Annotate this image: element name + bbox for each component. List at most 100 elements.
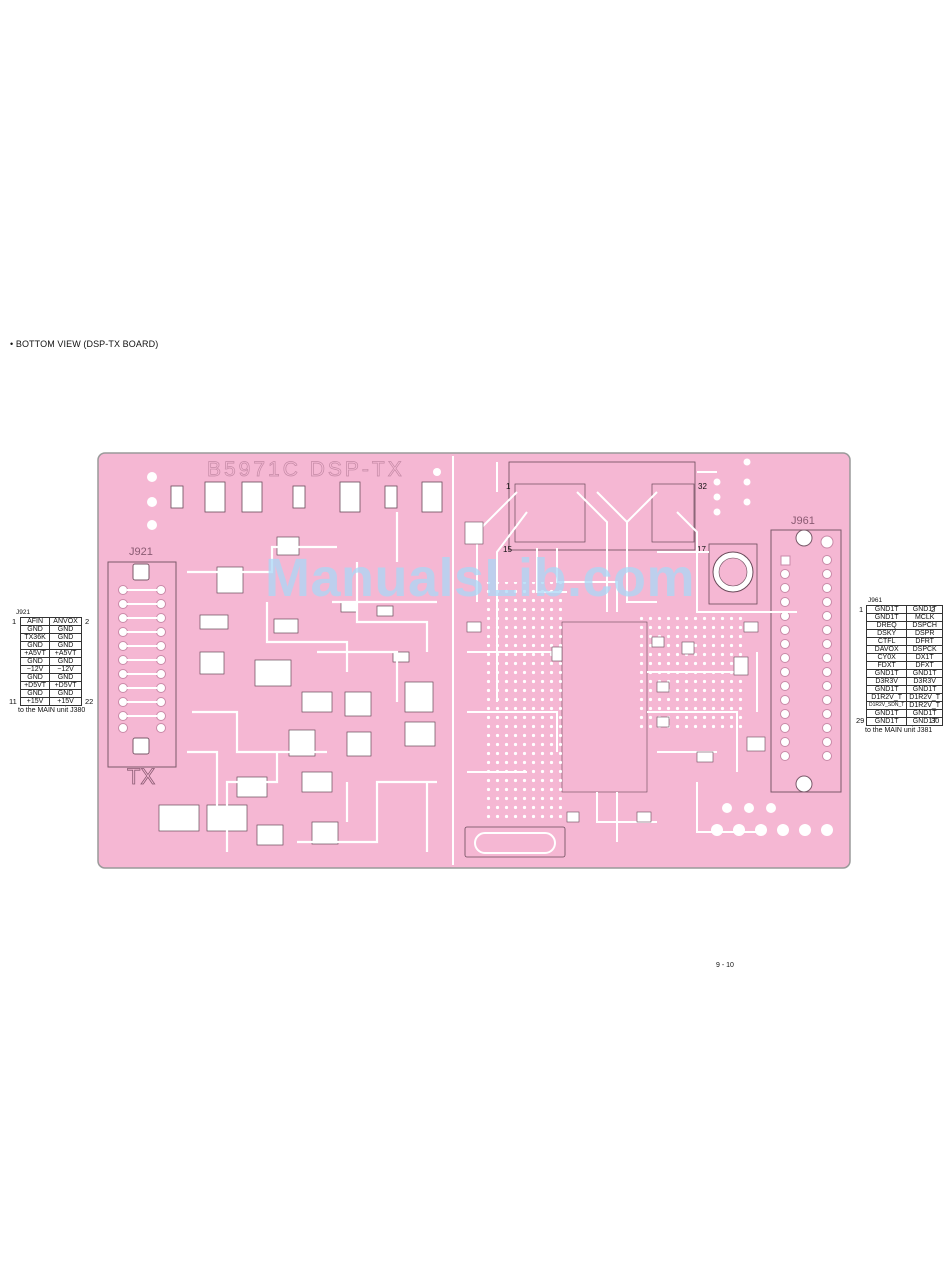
j921-row: +D5VT+D5VT [19, 681, 82, 690]
pcb-board: B5971C DSP-TX J921 J961 TX [97, 452, 851, 869]
j961-pin-signal: CY0X [865, 653, 908, 662]
j961-pin-signal: D3R3V [865, 677, 908, 686]
j921-row: −12V−12V [19, 665, 82, 674]
top-components [170, 481, 443, 513]
j961-pin-signal: DSKY [865, 629, 908, 638]
j921-pin-2: 2 [85, 617, 90, 626]
j961-pin-signal: GND1T [906, 605, 944, 614]
j921-table-label: J921 [16, 609, 31, 616]
left-traces [187, 512, 437, 852]
j921-pin-signal: −12V [49, 665, 82, 674]
j921-silk-label: J921 [129, 546, 153, 558]
j921-pin-signal: GND [49, 625, 82, 634]
ic-pin-1: 1 [506, 482, 511, 491]
j961-pin-signal: DAVOX [865, 645, 908, 654]
j921-row: +15V+15V [19, 697, 82, 706]
j921-pin-signal: +A5VT [49, 649, 82, 658]
j921-pin-signal: −12V [19, 665, 51, 674]
right-traces [467, 462, 797, 842]
j961-pin-signal: GND1T [865, 709, 908, 718]
tx-silk-label: TX [127, 764, 155, 789]
left-parts [158, 536, 436, 846]
j961-pin-signal: D3R3V [906, 677, 944, 686]
j961-pin-signal: GND1T [865, 613, 908, 622]
j921-pin-signal: +D5VT [49, 681, 82, 690]
xtal-outline [464, 826, 566, 858]
right-parts [464, 521, 766, 823]
j961-pin-signal: GND1T [906, 685, 944, 694]
j961-footprint [770, 529, 842, 793]
j961-pin-signal: D1R2V_SDN_T [865, 701, 908, 710]
j961-pin-signal: D1R2V_T [906, 693, 944, 702]
ic-main [508, 461, 696, 551]
ic-pin-15: 15 [503, 545, 512, 554]
j961-pin-signal: DREQ [865, 621, 908, 630]
j961-pin-signal: FDXT [865, 661, 908, 670]
dsp-chip [561, 621, 648, 793]
j961-pin-signal: GND1T [865, 669, 908, 678]
j961-pin-signal: MCLK [906, 613, 944, 622]
j961-pin-29: 29 [856, 716, 865, 725]
xtal-body [474, 832, 556, 854]
page-heading: • BOTTOM VIEW (DSP-TX BOARD) [10, 339, 159, 349]
j921-pin-signal: GND [49, 689, 82, 698]
j921-pin-signal: +A5VT [19, 649, 51, 658]
j961-pin-signal: DSPR [906, 629, 944, 638]
j961-pin-signal: D1R2V_T [865, 693, 908, 702]
j961-pin-signal: GND1T [906, 669, 944, 678]
board-outline [97, 452, 851, 869]
j961-pin-signal: GND1T [865, 717, 908, 726]
j921-pin-signal: GND [49, 633, 82, 642]
j921-pin-signal: GND [49, 673, 82, 682]
crystal-outline [708, 543, 758, 605]
j921-pin-signal: GND [19, 657, 51, 666]
j961-silk-label: J961 [791, 515, 815, 527]
j961-pin-signal: DFRT [906, 637, 944, 646]
page-number: 9 - 10 [716, 962, 734, 969]
j921-pin-1: 1 [12, 617, 17, 626]
bottom-right-pads [711, 458, 833, 836]
j961-pin-signal: DSPCK [906, 645, 944, 654]
j921-pin-signal: GND [19, 689, 51, 698]
j921-pin-signal: TX36K [19, 633, 51, 642]
j921-note: to the MAIN unit J380 [18, 707, 86, 714]
j921-pin-22: 22 [85, 697, 94, 706]
j961-pin-signal: CTFL [865, 637, 908, 646]
j921-footprint [107, 561, 177, 768]
j921-pin-signal: +15V [49, 697, 82, 706]
j961-pin-1: 1 [859, 605, 864, 614]
j921-pin-11: 11 [9, 697, 17, 706]
j921-pin-signal: GND [19, 641, 51, 650]
j961-pin-signal: DFXT [906, 661, 944, 670]
via-field-left [482, 582, 562, 822]
j961-pin-signal: GND1T [865, 685, 908, 694]
j921-pin-signal: AFIN [19, 617, 51, 626]
j961-note: to the MAIN unit J381 [865, 727, 933, 734]
j961-pin-signal: DSPCH [906, 621, 944, 630]
j961-pin-signal: GND1T [906, 709, 944, 718]
j921-pin-signal: GND [19, 673, 51, 682]
j921-pin-signal: GND [49, 641, 82, 650]
j921-row: +A5VT+A5VT [19, 649, 82, 658]
